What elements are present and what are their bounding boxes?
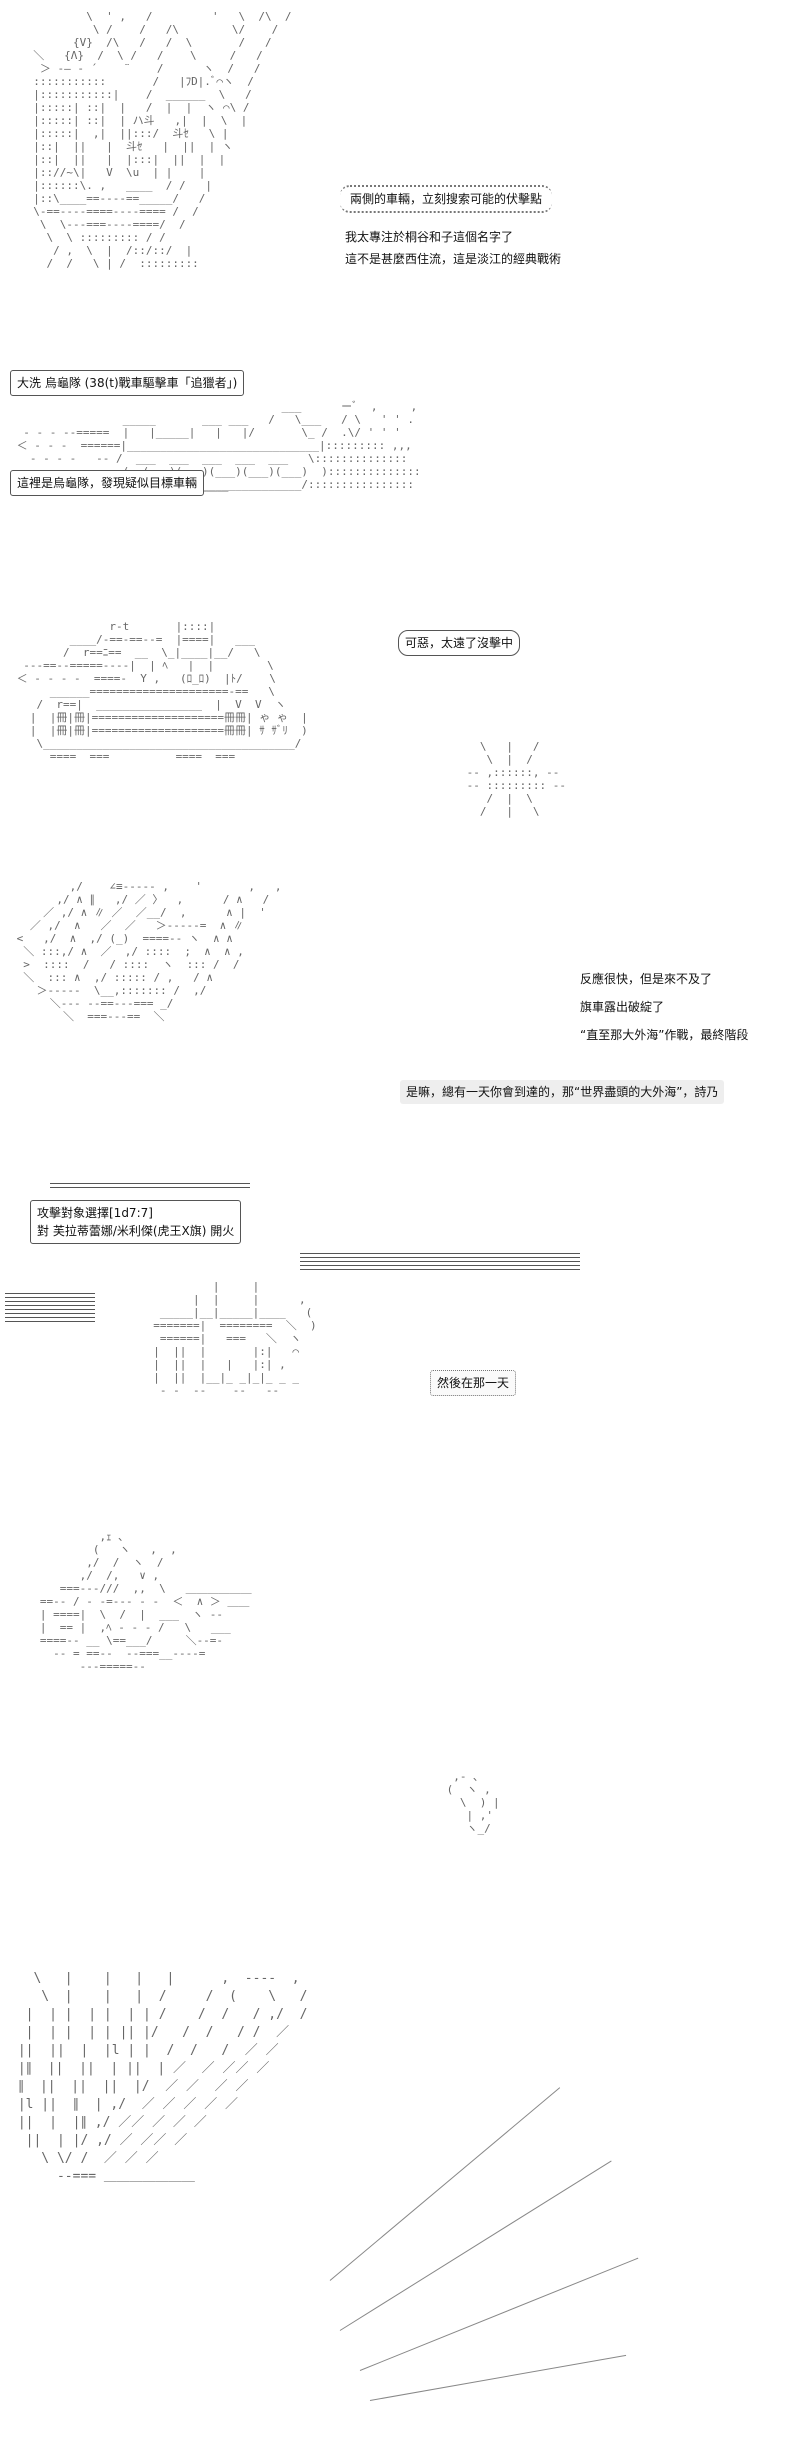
speech-bubble: 兩側的車輛，立刻搜索可能的伏擊點	[340, 185, 553, 213]
aa-art-tank: r-t |::::| ____/-==-==--= |====| ___ / r…	[16, 620, 308, 763]
speech-bubble: 可惡，太遠了沒擊中	[398, 630, 521, 656]
streak-line	[329, 2087, 561, 2281]
narration-line-2: 旗車露出破綻了	[580, 1000, 665, 1014]
streak-line	[359, 2257, 639, 2371]
aa-art-character: \ ' , / ' \ /\ / \ / / /\ \/ / {V} /\ / …	[33, 10, 292, 270]
panel-4: ,/ ∠≡-‐‐-- , ' , , ,/ ∧ ∥ ,/ ／ 〉 , / ∧ /…	[0, 870, 800, 1170]
speech-bubble: 這裡是烏龜隊，發現疑似目標車輛	[10, 470, 205, 496]
highlighted-quote: 是嘛，總有一天你會到達的，那“世界盡頭的大外海”，詩乃	[400, 1080, 725, 1104]
header-lines	[50, 1180, 250, 1191]
narration-line-2: 這不是甚麼西住流，這是淡江的經典戰術	[345, 252, 562, 266]
streak-line	[339, 2160, 612, 2331]
narration-line-1: 我太專注於桐谷和子這個名字了	[345, 230, 514, 244]
panel-6: ,ｪ ､ ( ヽ , , ,/ / ヽ / ,/ /, ∨ , ===‐‐‐//…	[0, 1510, 800, 1950]
narration-line-1: 反應很快，但是來不及了	[580, 972, 713, 986]
panel-1: \ ' , / ' \ /\ / \ / / /\ \/ / {V} /\ / …	[0, 0, 800, 360]
aa-art-impact-streaks: \ | | | | , ‐‐‐‐ , \ | | | / / ( \ / | |…	[17, 1971, 308, 2184]
streak-line	[369, 2354, 627, 2401]
narration-line-3: “直至那大外海”作戰，最終階段	[580, 1028, 749, 1042]
aa-art-splash: ,‐ ､ ( ヽ , \ ) | | ,' ヽ_/	[446, 1770, 500, 1835]
explosion-burst: \ | / \ | / ‐‐ ,::::::, ‐‐ ‐‐ ::::::::: …	[466, 740, 566, 818]
attack-target-label: 攻擊對象選擇[1d7:7] 對 芙拉蒂蕾娜/米利傑(虎王X旗) 開火	[30, 1200, 242, 1244]
narration-bubble: 然後在那一天	[430, 1370, 517, 1396]
panel-7: \ | | | | , ‐‐‐‐ , \ | | | / / ( \ / | |…	[0, 1950, 800, 2459]
unit-label: 大洗 烏龜隊 (38(t)戰車驅擊車「追獵者」)	[10, 370, 245, 396]
aa-art-barrel: | | | | | , _____|__|_____|____ ( ======…	[153, 1280, 317, 1397]
fire-target-line: 對 芙拉蒂蕾娜/米利傑(虎王X旗) 開火	[37, 1224, 235, 1238]
dice-roll-line: 攻擊對象選擇[1d7:7]	[37, 1206, 153, 1220]
panel-3: r-t |::::| ____/-==-==--= |====| ___ / r…	[0, 590, 800, 870]
panel-2: ___ ーﾞ , , _____ ___ ___ / \___ / \ ' ' …	[0, 360, 800, 590]
left-speed-lines	[5, 1290, 95, 1325]
right-speed-lines	[300, 1250, 580, 1273]
aa-art-action: ,/ ∠≡-‐‐-- , ' , , ,/ ∧ ∥ ,/ ／ 〉 , / ∧ /…	[16, 880, 282, 1023]
aa-art-firing: ,ｪ ､ ( ヽ , , ,/ / ヽ / ,/ /, ∨ , ===‐‐‐//…	[39, 1530, 252, 1673]
panel-5: 攻擊對象選擇[1d7:7] 對 芙拉蒂蕾娜/米利傑(虎王X旗) 開火 | | |…	[0, 1170, 800, 1510]
